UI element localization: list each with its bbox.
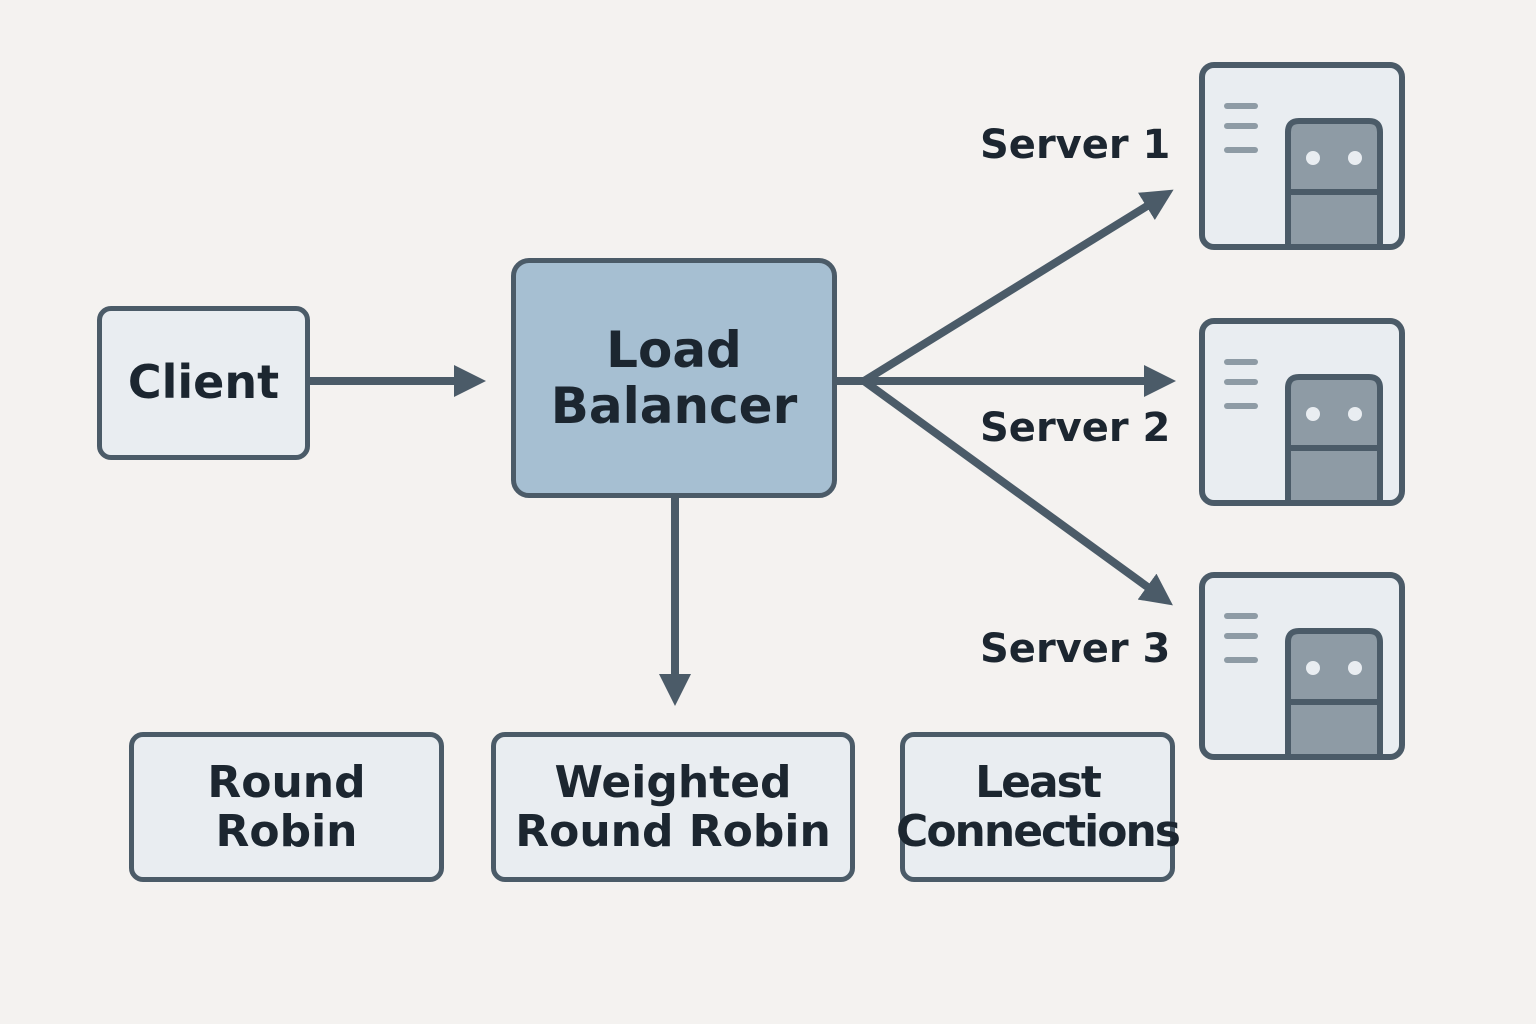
server-icon — [1199, 318, 1405, 506]
arrow-lb-to-server-3 — [861, 377, 1173, 606]
algorithm-least-connections: Least Connections — [896, 732, 1181, 882]
client-label: Client — [127, 355, 280, 410]
algorithm-weighted-round-robin: Weighted Round Robin — [491, 732, 855, 882]
arrow-lb-to-server-1 — [861, 189, 1174, 385]
algorithm-round-robin: Round Robin — [129, 732, 444, 882]
client-node: Client — [97, 306, 310, 460]
algorithm-label: Weighted Round Robin — [515, 756, 831, 857]
load-balancer-node: Load Balancer — [511, 258, 837, 498]
server-icon — [1199, 62, 1405, 250]
server-1-label: Server 1 — [980, 122, 1171, 168]
algorithm-label: Least Connections — [896, 756, 1181, 857]
server-icon — [1199, 572, 1405, 760]
algorithm-label: Round Robin — [207, 756, 366, 857]
load-balancer-label: Load Balancer — [550, 321, 798, 435]
server-3-label: Server 3 — [980, 626, 1171, 672]
server-2-label: Server 2 — [980, 405, 1171, 451]
